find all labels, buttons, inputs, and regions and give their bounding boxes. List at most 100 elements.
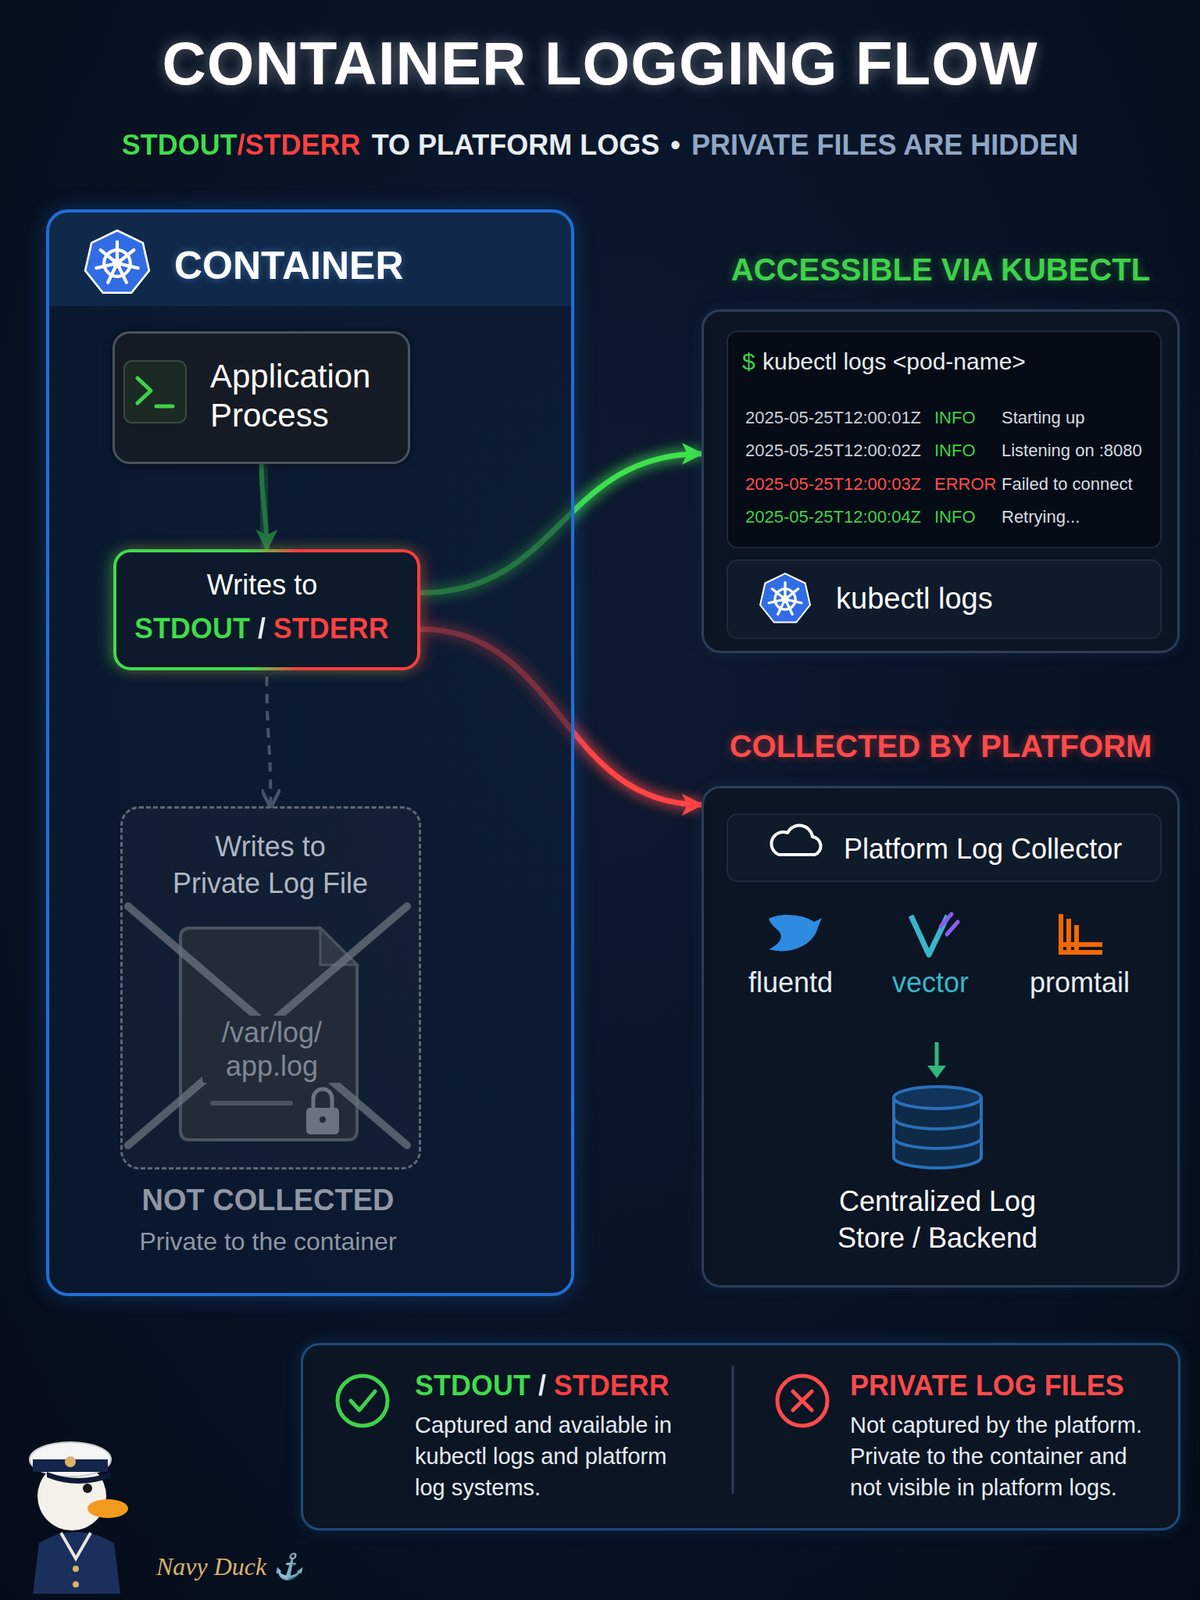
vector-logo [940, 914, 958, 935]
log-timestamp: 2025-05-25T12:00:02Z [745, 440, 922, 461]
stream-label: Writes to [116, 567, 408, 602]
log-level: ERROR [934, 474, 997, 495]
database-icon [893, 1086, 982, 1168]
lock-icon [306, 1107, 340, 1135]
vector-logo [910, 915, 948, 955]
lock-icon [313, 1089, 333, 1110]
private-file-label: Writes to Private Log File [169, 828, 372, 903]
shell-prompt: $ [742, 347, 756, 376]
subtitle-separator: • [670, 128, 681, 162]
collector-label: Platform Log Collector [843, 832, 1122, 866]
status-note: Private to the container [139, 1226, 397, 1257]
database-icon [893, 1117, 982, 1149]
status-label: NOT COLLECTED [142, 1182, 395, 1219]
log-timestamp: 2025-05-25T12:00:01Z [745, 407, 922, 429]
kubernetes-icon [85, 230, 150, 293]
cross-icon [792, 1391, 812, 1411]
tool-name: promtail [1029, 965, 1130, 1000]
cross-icon [777, 1375, 828, 1426]
duck-mascot [29, 1442, 129, 1594]
log-level: INFO [934, 507, 976, 528]
summary-text: Not captured by the platform. Private to… [850, 1409, 1163, 1504]
cross-icon [777, 1375, 828, 1426]
duck-mascot [32, 1532, 121, 1594]
check-icon [337, 1375, 388, 1426]
file-icon [180, 928, 358, 1140]
lock-icon [306, 1089, 340, 1135]
file-path: /var/log/ app.log [202, 1015, 342, 1083]
page-title: CONTAINER LOGGING FLOW [0, 28, 1200, 100]
terminal-icon [137, 378, 151, 404]
divider-line [732, 1365, 735, 1494]
promtail-logo [1058, 914, 1103, 955]
log-message: Failed to connect [1001, 474, 1133, 495]
log-timestamp: 2025-05-25T12:00:03Z [745, 474, 922, 495]
tool-name: vector [892, 965, 969, 1000]
duck-mascot [46, 1471, 111, 1484]
promtail-logo [1058, 914, 1064, 955]
summary-text: Captured and available in kubectl logs a… [414, 1409, 673, 1504]
fluentd-logo [768, 914, 822, 952]
duck-mascot [37, 1461, 107, 1531]
cross-out-mark [128, 906, 408, 1146]
kubectl-bar: kubectl logs [726, 559, 1162, 640]
terminal-box: $kubectl logs <pod-name> 2025-05-25T12:00… [726, 330, 1162, 549]
log-level: INFO [934, 440, 976, 461]
collector-bar: Platform Log Collector [726, 813, 1162, 883]
subtitle-part: TO PLATFORM LOGS [371, 128, 661, 162]
duck-mascot [72, 1581, 79, 1588]
process-label: Application Process [210, 357, 398, 436]
duck-mascot [82, 1483, 93, 1493]
log-level: INFO [934, 407, 976, 429]
file-icon [212, 1100, 291, 1106]
duck-mascot [64, 1456, 76, 1468]
database-icon [893, 1086, 982, 1109]
panel-heading: COLLECTED BY PLATFORM [703, 727, 1178, 765]
check-icon [337, 1375, 388, 1426]
database-icon [893, 1097, 982, 1168]
mascot-signature: Navy Duck ⚓ [156, 1551, 304, 1582]
summary-heading: STDOUT / STDERR [414, 1368, 670, 1403]
lock-icon [319, 1116, 326, 1123]
divider-line [732, 1365, 734, 1494]
file-icon [180, 928, 358, 1140]
log-message: Starting up [1001, 407, 1085, 429]
terminal-icon [124, 360, 186, 423]
promtail-logo [1058, 942, 1103, 947]
log-message: Listening on :8080 [1001, 440, 1143, 461]
container-boundary: Application ProcessWrites to STDOUT / STD… [46, 209, 575, 1297]
summary-heading: PRIVATE LOG FILES [850, 1368, 1125, 1403]
panel-heading: ACCESSIBLE VIA KUBECTL [703, 250, 1178, 289]
down-arrow [927, 1042, 947, 1079]
vector-logo [910, 914, 958, 955]
terminal-icon [156, 404, 173, 409]
process-box: Application Process [112, 331, 411, 465]
kubernetes-icon [760, 573, 811, 622]
kubernetes-icon [760, 573, 811, 622]
summary-panel: STDOUT / STDERR Captured and available in… [300, 1342, 1181, 1531]
stream-box: Writes to STDOUT / STDERR [113, 549, 421, 671]
duck-mascot [60, 1532, 91, 1559]
duck-mascot [72, 1565, 79, 1572]
subtitle-part: STDOUT/STDERR [121, 128, 361, 162]
cloud-icon [771, 825, 821, 855]
log-message: Retrying... [1001, 507, 1080, 528]
promtail-logo [1058, 950, 1103, 955]
shell-command: kubectl logs <pod-name> [762, 347, 1026, 376]
store-label: Centralized Log Store / Backend [820, 1183, 1055, 1258]
kubectl-panel: $kubectl logs <pod-name> 2025-05-25T12:00… [701, 309, 1180, 654]
private-file-box: Writes to Private Log File/var/log/ app.… [120, 806, 422, 1170]
container-title: CONTAINER [174, 242, 404, 290]
tool-name: fluentd [748, 965, 833, 1000]
stream-name: STDOUT / STDERR [134, 611, 390, 646]
check-icon [350, 1391, 375, 1411]
duck-mascot [87, 1499, 129, 1518]
subtitle-part: PRIVATE FILES ARE HIDDEN [691, 128, 1079, 162]
command-label: kubectl logs [835, 581, 993, 618]
cross-out-mark [128, 906, 408, 1146]
terminal-icon [124, 360, 186, 423]
down-arrow [927, 1065, 947, 1079]
fluentd-logo [768, 914, 822, 952]
log-timestamp: 2025-05-25T12:00:04Z [745, 507, 922, 528]
